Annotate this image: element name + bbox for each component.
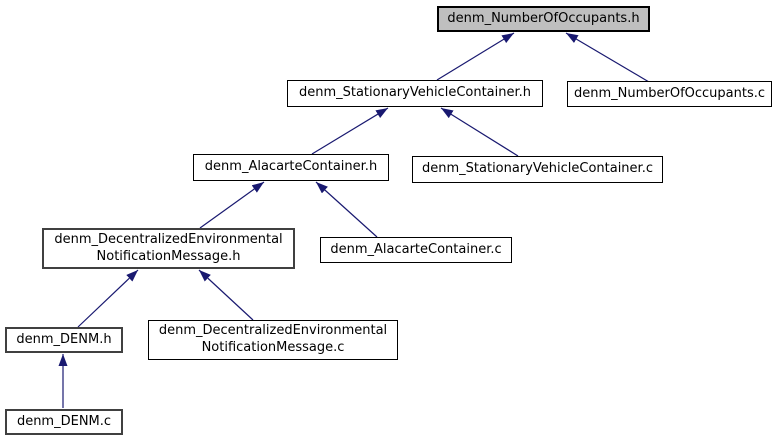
edge-stationaryvehiclecontainer-h-to-numberofoccupants-h: [436, 32, 515, 81]
node-label: denm_NumberOfOccupants.h: [447, 10, 640, 26]
edge-alacartecontainer-h-to-stationaryvehiclecontainer-h: [311, 107, 389, 155]
graph-node-denm-numberofoccupants-c[interactable]: denm_NumberOfOccupants.c: [567, 81, 772, 107]
graph-node-denm-decentralizedenvironmentalnotificationmessage-c[interactable]: denm_DecentralizedEnvironmental Notifica…: [148, 320, 398, 360]
node-label: denm_StationaryVehicleContainer.h: [298, 85, 532, 101]
node-label: denm_DecentralizedEnvironmental Notifica…: [158, 323, 388, 355]
edge-decentralizedenvironmentalnotificationmessage-c-to-decentralizedenvironmentalnotificationmessage-h: [198, 269, 254, 321]
graph-node-denm-alacartecontainer-h[interactable]: denm_AlacarteContainer.h: [193, 154, 389, 181]
edge-alacartecontainer-c-to-alacartecontainer-h: [315, 181, 378, 238]
graph-node-denm-numberofoccupants-h: denm_NumberOfOccupants.h: [437, 6, 650, 32]
node-label: denm_StationaryVehicleContainer.c: [422, 161, 653, 177]
edge-denm-h-to-decentralizedenvironmentalnotificationmessage-h: [77, 269, 139, 328]
graph-node-denm-stationaryvehiclecontainer-c[interactable]: denm_StationaryVehicleContainer.c: [412, 156, 663, 183]
edge-decentralizedenvironmentalnotificationmessage-h-to-alacartecontainer-h: [199, 181, 265, 229]
node-label: denm_AlacarteContainer.h: [204, 159, 378, 175]
node-label: denm_DENM.c: [16, 413, 112, 429]
edge-stationaryvehiclecontainer-c-to-stationaryvehiclecontainer-h: [440, 107, 519, 157]
graph-node-denm-denm-h[interactable]: denm_DENM.h: [5, 327, 123, 353]
node-label: denm_DENM.h: [16, 331, 112, 347]
graph-node-denm-decentralizedenvironmentalnotificationmessage-h[interactable]: denm_DecentralizedEnvironmental Notifica…: [42, 228, 295, 269]
node-label: denm_DecentralizedEnvironmental Notifica…: [54, 231, 283, 264]
node-label: denm_AlacarteContainer.c: [330, 241, 502, 257]
edge-numberofoccupants-c-to-numberofoccupants-h: [565, 32, 650, 83]
graph-node-denm-denm-c[interactable]: denm_DENM.c: [5, 409, 123, 435]
graph-node-denm-alacartecontainer-c[interactable]: denm_AlacarteContainer.c: [320, 237, 512, 263]
node-label: denm_NumberOfOccupants.c: [573, 85, 766, 101]
graph-node-denm-stationaryvehiclecontainer-h[interactable]: denm_StationaryVehicleContainer.h: [287, 80, 543, 107]
